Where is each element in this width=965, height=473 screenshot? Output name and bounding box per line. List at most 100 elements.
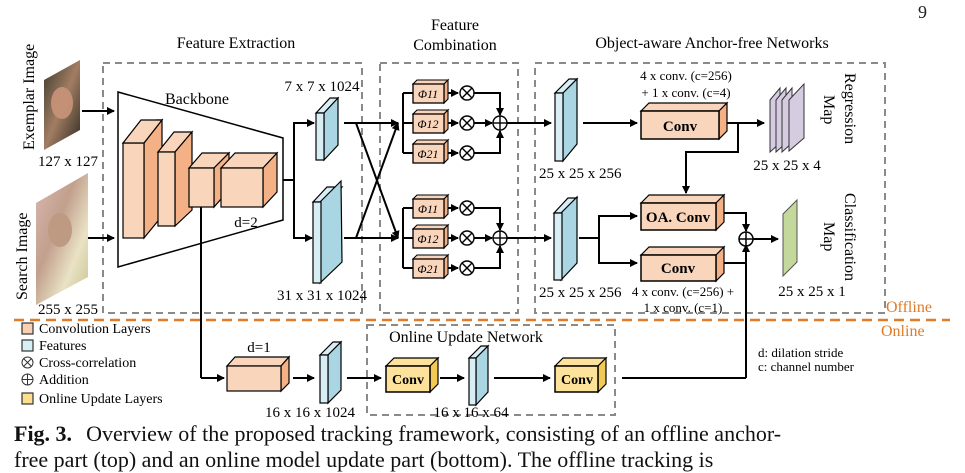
- classification-add-icon: [738, 231, 754, 247]
- legend-swatch: [21, 339, 34, 352]
- legend: Convolution LayersFeaturesCross-correlat…: [21, 322, 163, 407]
- feature-combination-box: [379, 62, 519, 314]
- figure-caption: Fig. 3.Overview of the proposed tracking…: [14, 421, 781, 447]
- oa-conv-label: OA. Conv: [646, 210, 711, 226]
- legend-item: Convolution Layers: [21, 322, 151, 337]
- phi-block: Φ12: [411, 108, 450, 135]
- classification-conv-note-2: 1 x conv. (c=1): [644, 300, 723, 315]
- section-title-anchor-free: Object-aware Anchor-free Networks: [595, 35, 828, 52]
- legend-label: Online Update Layers: [39, 392, 163, 407]
- backbone-label: Backbone: [165, 91, 229, 108]
- exemplar-size-label: 127 x 127: [38, 154, 99, 170]
- phi-label: Φ21: [417, 262, 438, 276]
- backbone-layer-2: [156, 130, 194, 228]
- legend-label: Features: [39, 339, 86, 354]
- classification-map-size: 25 x 25 x 1: [778, 284, 846, 300]
- note-dilation: d: dilation stride: [758, 345, 843, 360]
- oa-conv-block: [639, 193, 726, 232]
- online-update-conv-2-label: Conv: [561, 373, 593, 388]
- feature-extraction-box: [102, 62, 363, 314]
- online-feature-size-2: 16 x 16 x 64: [434, 405, 510, 420]
- phi-block: Φ11: [411, 78, 450, 105]
- cross-correlation-icon: [459, 85, 475, 101]
- phi-label: Φ21: [417, 147, 438, 161]
- xcorr-to-add-arrow: [474, 207, 504, 231]
- legend-label: Convolution Layers: [39, 322, 151, 337]
- online-feature-map-2: [467, 344, 490, 407]
- xcorr-to-add-arrow: [474, 245, 504, 269]
- section-title-feature-extraction: Feature Extraction: [177, 35, 296, 52]
- regression-feature-map: [553, 77, 579, 163]
- regression-conv-block: [639, 101, 729, 141]
- section-title-feature-combination-2: Combination: [413, 37, 497, 54]
- online-update-conv-1: [384, 356, 440, 394]
- reg-to-oa-arrow: [682, 123, 739, 194]
- regression-map: [769, 82, 805, 154]
- cross-correlation-icon: [459, 115, 475, 131]
- figure-caption-line-2: free part (top) and an online model upda…: [14, 447, 714, 472]
- cross-correlation-icon: [459, 200, 475, 216]
- note-channel: c: channel number: [758, 359, 855, 374]
- phi-label: Φ12: [417, 117, 438, 131]
- search-size-label: 255 x 255: [38, 302, 98, 318]
- cross-correlation-icon: [21, 356, 34, 369]
- regression-conv-label: Conv: [663, 119, 698, 135]
- page-number: 9: [918, 2, 927, 22]
- exemplar-label: Exemplar Image: [21, 44, 38, 150]
- addition-icon: [492, 230, 508, 246]
- phi-block: Φ21: [411, 253, 450, 280]
- phi-block: Φ11: [411, 193, 450, 220]
- backbone-layer-4: [219, 151, 279, 209]
- search-feature-map: [311, 179, 344, 285]
- online-dilation: d=1: [247, 340, 270, 356]
- phi-block: Φ12: [411, 223, 450, 250]
- regression-map-label-2: Map: [820, 95, 837, 124]
- xcorr-to-add-arrow: [474, 130, 504, 154]
- legend-label: Addition: [39, 373, 89, 388]
- cross-arrow-exemplar-to-bottom: [344, 122, 400, 239]
- cls-to-add-arrow: [724, 244, 750, 264]
- regression-map-size: 25 x 25 x 4: [753, 158, 821, 174]
- oa-to-add-arrow: [724, 212, 750, 232]
- online-conv-layer: [225, 355, 291, 393]
- regression-conv-note-2: + 1 x conv. (c=4): [641, 85, 730, 100]
- legend-swatch: [21, 322, 34, 335]
- online-update-box: [366, 324, 616, 416]
- phi-block: Φ21: [411, 138, 450, 165]
- regression-feature-size: 25 x 25 x 256: [539, 166, 622, 182]
- online-feature-map-1: [318, 340, 343, 405]
- search-face: [48, 213, 72, 247]
- exemplar-feature-map: [314, 96, 340, 162]
- legend-item: Addition: [21, 373, 89, 388]
- phi-label: Φ11: [418, 87, 438, 101]
- xcorr-to-add-arrow: [474, 92, 504, 116]
- legend-item: Online Update Layers: [21, 392, 163, 407]
- online-update-conv-1-label: Conv: [392, 373, 424, 388]
- figure-caption-text: Overview of the proposed tracking framew…: [86, 421, 782, 446]
- backbone-dilation: d=2: [234, 215, 257, 231]
- addition-icon: [492, 115, 508, 131]
- classification-feature-map: [552, 195, 579, 282]
- offline-label: Offline: [886, 299, 932, 316]
- framework-figure: Feature Extraction Feature Combination O…: [14, 17, 950, 420]
- classification-conv-block: [639, 245, 726, 283]
- section-title-feature-combination-1: Feature: [431, 17, 479, 34]
- anchor-free-box: [534, 62, 886, 314]
- phi-label: Φ12: [417, 232, 438, 246]
- legend-label: Cross-correlation: [39, 356, 136, 371]
- search-feature-arrow: [293, 180, 313, 242]
- addition-icon: [21, 373, 34, 386]
- section-title-online-update: Online Update Network: [389, 329, 543, 346]
- regression-conv-note-1: 4 x conv. (c=256): [640, 68, 732, 83]
- search-label: Search Image: [14, 212, 31, 300]
- legend-item: Features: [21, 339, 86, 354]
- cross-correlation-icon: [459, 230, 475, 246]
- cross-correlation-icon: [459, 260, 475, 276]
- cls-conv-input-arrow: [598, 238, 638, 267]
- classification-conv-label: Conv: [661, 261, 696, 277]
- cross-arrow-search-to-top: [344, 122, 400, 239]
- online-feature-size-1: 16 x 16 x 1024: [265, 405, 356, 420]
- cross-correlation-icon: [459, 145, 475, 161]
